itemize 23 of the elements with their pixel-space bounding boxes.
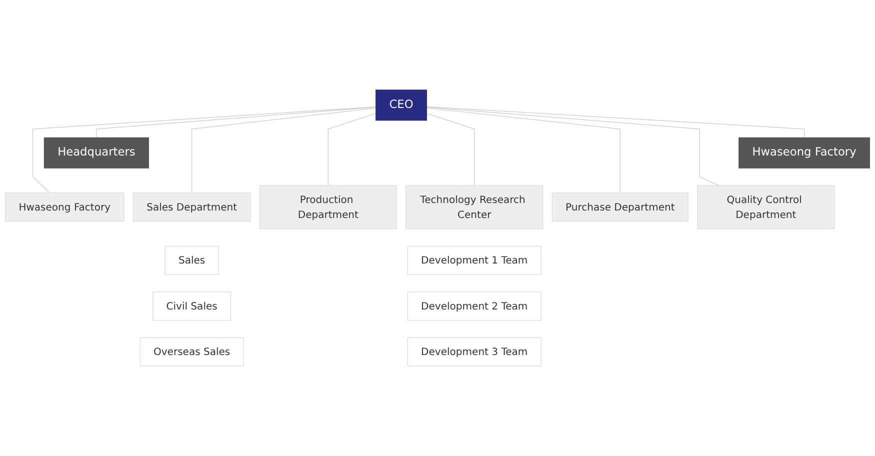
- node-box: Quality Control Department: [697, 185, 835, 230]
- node-box: Overseas Sales: [140, 337, 244, 366]
- node-box: Production Department: [259, 185, 397, 230]
- connector: [426, 106, 805, 138]
- node-box: Civil Sales: [152, 292, 232, 321]
- connector: [426, 106, 719, 186]
- node-box: Headquarters: [44, 137, 149, 168]
- connector: [328, 113, 376, 186]
- node-box: Sales: [164, 246, 219, 275]
- node-box: Development 2 Team: [407, 292, 542, 321]
- node-box: Sales Department: [132, 192, 251, 222]
- connector: [426, 113, 475, 186]
- node-box: Hwaseong Factory: [5, 192, 124, 222]
- node-box: Development 1 Team: [407, 246, 542, 275]
- node-box: Development 3 Team: [407, 337, 542, 366]
- node-box: CEO: [376, 90, 427, 121]
- connector: [32, 106, 376, 194]
- connector: [191, 108, 376, 194]
- connector: [96, 106, 376, 138]
- node-box: Hwaseong Factory: [738, 137, 870, 168]
- connector: [426, 108, 620, 194]
- node-box: Purchase Department: [552, 192, 688, 222]
- node-box: Technology Research Center: [406, 185, 544, 230]
